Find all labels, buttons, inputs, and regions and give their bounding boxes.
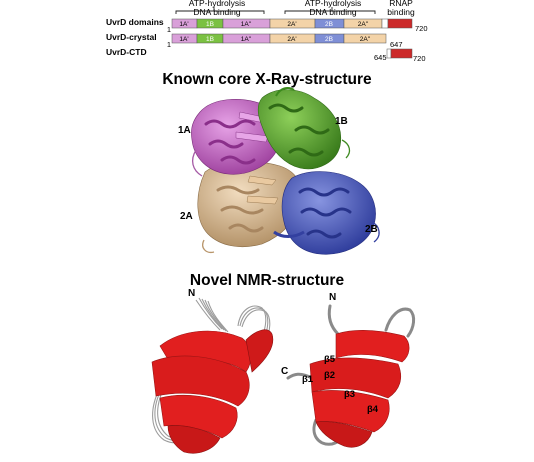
- annotation-bracket-left: [175, 7, 265, 14]
- domain-1b-blob: [257, 87, 342, 170]
- crystal-seg-1a-prime: 1A': [179, 36, 188, 43]
- nmr-right-c-label: C: [281, 366, 288, 377]
- nmr-right-n-label: N: [329, 292, 336, 303]
- annotation-bracket-right: [284, 7, 376, 14]
- seg-label-1a-prime: 1A': [179, 21, 188, 28]
- seg-label-2a-prime: 2A': [287, 21, 296, 28]
- nmr-beta3-label: β3: [344, 389, 355, 400]
- nmr-left-n-label: N: [188, 288, 195, 299]
- nmr-section-title: Novel NMR-structure: [190, 272, 345, 289]
- crystal-seg-1b: 1B: [206, 36, 214, 43]
- dna-binding-label-1: DNA binding: [193, 7, 241, 17]
- row-end-number-720a: 720: [415, 24, 428, 33]
- atp-hydrolysis-label-2: ATP-hydrolysis: [305, 0, 362, 8]
- nmr-beta5-label: β5: [324, 354, 336, 365]
- row-start-number-1: 1: [167, 25, 171, 34]
- seg-label-1b: 1B: [206, 21, 214, 28]
- nmr-beta1-label: β1: [302, 374, 314, 385]
- uvrd-domains-bar: [171, 18, 413, 29]
- xray-label-1a: 1A: [178, 125, 191, 136]
- segment-linker: [381, 18, 389, 29]
- crystal-seg-2a-prime: 2A': [287, 36, 296, 43]
- xray-structure-image: [191, 87, 380, 255]
- crystal-seg-2b: 2B: [325, 36, 333, 43]
- uvrd-ctd-bar: [386, 48, 413, 59]
- xray-label-2b: 2B: [365, 224, 378, 235]
- row-label-uvrd-crystal: UvrD-crystal: [106, 32, 157, 42]
- row-label-uvrd-ctd: UvrD-CTD: [106, 47, 147, 57]
- row-end-number-647: 647: [390, 40, 403, 49]
- seg-label-1a-dprime: 1A'': [241, 21, 251, 28]
- atp-hydrolysis-label-1: ATP-hydrolysis: [189, 0, 246, 8]
- row-start-number-645: 645: [374, 53, 387, 62]
- dna-binding-label-2: DNA binding: [309, 7, 357, 17]
- crystal-seg-1a-dprime: 1A'': [241, 36, 251, 43]
- row-start-number-2: 1: [167, 40, 171, 49]
- binding-label: binding: [387, 7, 415, 17]
- segment-ctd: [387, 18, 413, 29]
- nmr-beta4-label: β4: [367, 404, 379, 415]
- xray-section-title: Known core X-Ray-structure: [162, 71, 372, 88]
- nmr-model-right: [286, 304, 416, 448]
- seg-label-2b: 2B: [325, 21, 333, 28]
- domain-1a-blob: [191, 99, 282, 175]
- domain-2b-blob: [273, 171, 376, 255]
- crystal-seg-2a-dprime: 2A'': [360, 36, 370, 43]
- rnap-label: RNAP: [389, 0, 413, 8]
- uvrd-crystal-bar: [171, 33, 387, 44]
- nmr-ensemble-left: [151, 297, 274, 454]
- row-end-number-720b: 720: [413, 54, 426, 63]
- xray-label-1b: 1B: [335, 116, 348, 127]
- xray-label-2a: 2A: [180, 211, 193, 222]
- seg-label-2a-dprime: 2A'': [358, 21, 368, 28]
- domain-map: ATP-hydrolysis DNA binding ATP-hydrolysi…: [106, 0, 428, 63]
- nmr-beta2-label: β2: [324, 370, 335, 381]
- row-label-uvrd-domains: UvrD domains: [106, 17, 164, 27]
